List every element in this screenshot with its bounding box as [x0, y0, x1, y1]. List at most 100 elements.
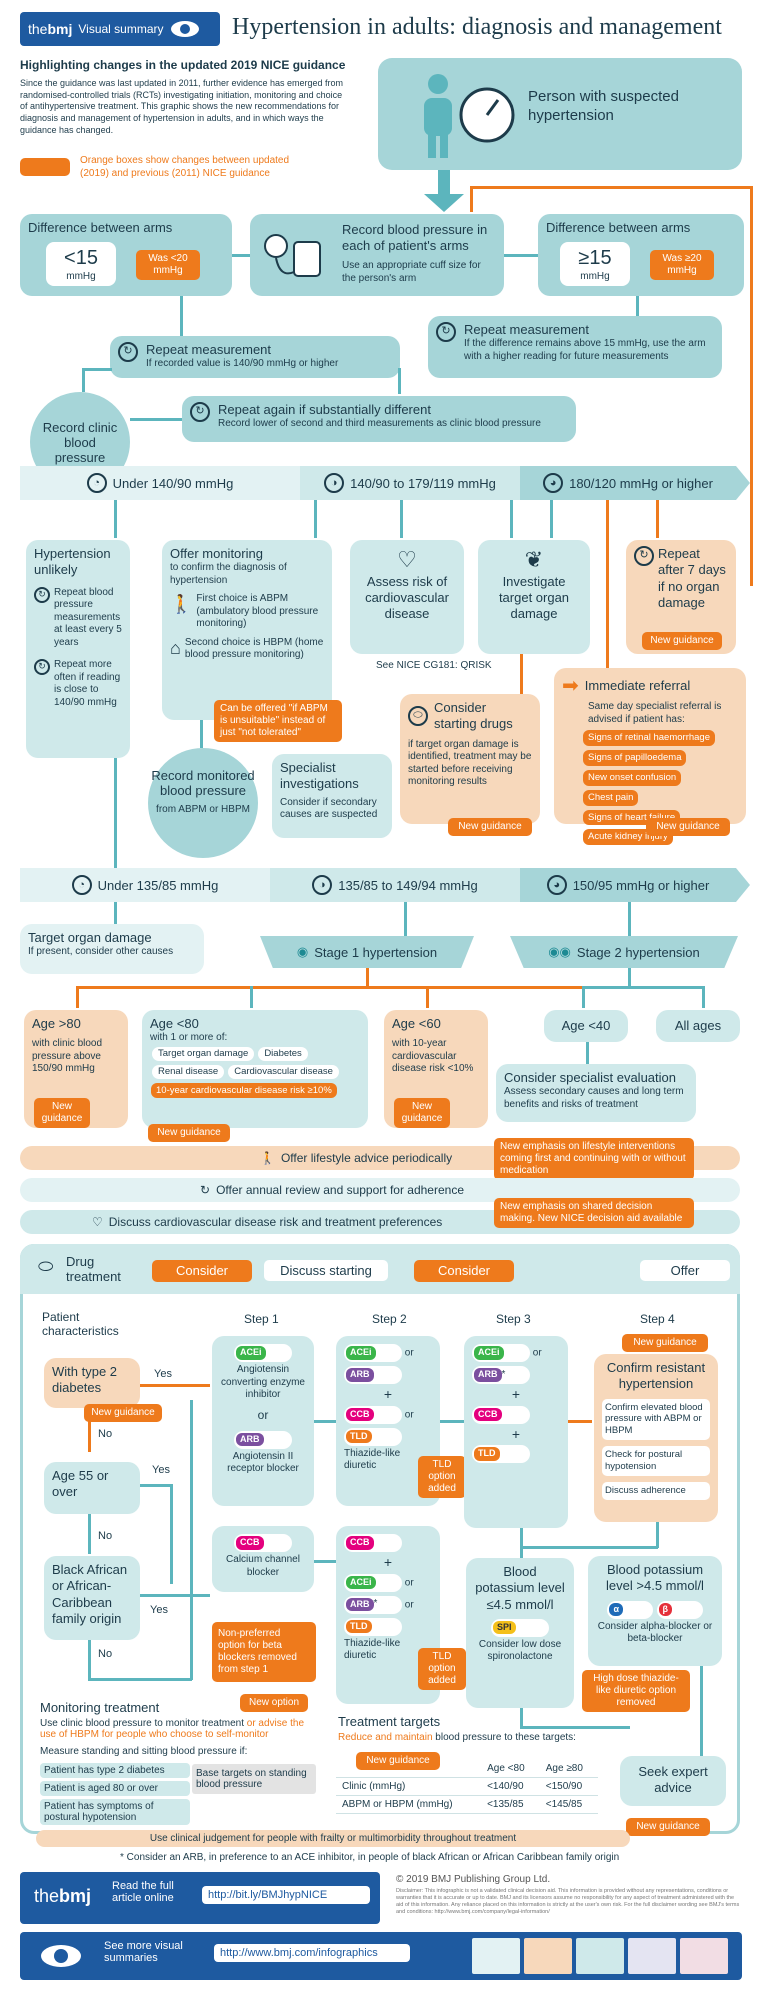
arb-toggle: ARB *: [472, 1366, 530, 1384]
patient-characteristics: Patient characteristics: [42, 1310, 119, 1338]
t2d-yes-line: [140, 1384, 210, 1387]
treatment-offer: Offer: [640, 1260, 730, 1281]
drugs-box: ⬭Consider starting drugs if target organ…: [400, 694, 540, 824]
l-cvd: [400, 500, 403, 538]
monitor-item: Patient has symptoms of postural hypoten…: [40, 1799, 190, 1825]
spec-eval-title: Consider specialist evaluation: [504, 1070, 676, 1085]
monitoring-sub: to confirm the diagnosis of hypertension: [170, 562, 287, 586]
referral-box: ➡Immediate referral Same day specialist …: [554, 668, 746, 846]
targets-row-abpm: ABPM or HBPM (mmHg)<135/85<145/85: [336, 1795, 598, 1814]
unlikely-item2: Repeat more often if reading is close to…: [54, 659, 121, 708]
step1-arb-label: Angiotensin II receptor blocker: [227, 1450, 299, 1475]
repeat1-title: Repeat measurement: [146, 342, 272, 357]
cvd-title: Assess risk of cardiovascular disease: [365, 573, 449, 622]
intro-text: Since the guidance was last updated in 2…: [20, 78, 344, 135]
age80m-item: Renal disease: [152, 1064, 225, 1079]
step2-label: Step 2: [372, 1312, 407, 1326]
targets-text: Reduce and maintain blood pressure to th…: [338, 1732, 576, 1743]
step1-or: or: [257, 1407, 269, 1422]
person-icon: [424, 74, 452, 158]
pot-low-box: Blood potassium level ≤4.5 mmol/l SPI Co…: [466, 1558, 574, 1708]
link-right-down: [636, 296, 639, 316]
s2-v1: [582, 986, 585, 1008]
t2d-box: With type 2 diabetes: [44, 1358, 140, 1408]
link-r3-left: [130, 418, 182, 421]
resistant-item3: Discuss adherence: [602, 1481, 710, 1500]
expert-box: Seek expert advice: [620, 1756, 726, 1806]
referral-ng: New guidance: [646, 818, 730, 836]
step3-label: Step 3: [496, 1312, 531, 1326]
link-r1-left-down: [82, 368, 85, 392]
monitor-sub: Measure standing and sitting blood press…: [40, 1746, 248, 1757]
infographic-thumbnails[interactable]: [472, 1938, 728, 1974]
arm-diff-left-title: Difference between arms: [28, 220, 173, 235]
pot-high-expert: [700, 1666, 703, 1756]
targets-row-clinic: Clinic (mmHg)<140/90<150/90: [336, 1777, 598, 1796]
disclaimer: Disclaimer: This infographic is not a va…: [396, 1888, 740, 1916]
referral-sign: Signs of retinal haemorrhage: [583, 730, 715, 746]
black-no-h: [88, 1678, 192, 1681]
organ-title: Investigate target organ damage: [498, 573, 570, 622]
targets-h2: Age ≥80: [539, 1760, 598, 1778]
step3-box: ACEi or ARB * + CCB + TLD: [464, 1336, 568, 1528]
footer-read-label: Read the full article online: [112, 1880, 174, 1904]
person-box: Person with suspected hypertension: [378, 58, 742, 170]
band2-under: ◔Under 135/85 mmHg: [20, 868, 270, 902]
l-unl: [114, 500, 117, 538]
band2-arrow: [736, 868, 750, 902]
l-org2: [550, 500, 553, 538]
treatment-consider2: Consider: [414, 1260, 514, 1282]
age80m-sub: with 1 or more of:: [150, 1032, 228, 1044]
repeat1-sub: If recorded value is 140/90 mmHg or high…: [146, 358, 339, 370]
footer-read-box: thebmj Read the full article online http…: [20, 1872, 380, 1924]
age80p-sub: with clinic blood pressure above 150/90 …: [32, 1038, 103, 1075]
arb-toggle: ARB *: [344, 1595, 402, 1614]
repeat-icon: ↻: [200, 1183, 211, 1197]
gauge-high-icon: ◕: [546, 875, 567, 895]
spec-eval-box: Consider specialist evaluation Assess se…: [496, 1064, 696, 1122]
page-title: Hypertension in adults: diagnosis and ma…: [232, 14, 722, 40]
unlikely-item1: Repeat blood pressure measurements at le…: [54, 586, 122, 648]
res-down: [656, 1522, 659, 1548]
heart-icon: ♡: [397, 547, 417, 572]
gauge-mid-icon: ◑: [312, 875, 333, 895]
arb-toggle: ARB: [344, 1366, 402, 1384]
s1-v3: [426, 986, 429, 1008]
gauge-icon: [459, 87, 515, 143]
acei-toggle: ACEi: [344, 1344, 402, 1362]
footer-link-article[interactable]: http://bit.ly/BMJhypNICE: [202, 1886, 370, 1904]
referral-sign: Signs of papilloedema: [583, 749, 687, 766]
spec-eval-sub: Assess secondary causes and long term be…: [504, 1086, 684, 1110]
bmj-logo: thebmj: [28, 21, 73, 37]
record-monitored-sub: from ABPM or HBPM: [156, 804, 250, 815]
l-mon-down: [200, 720, 203, 748]
step1-ccb-box: CCB Calcium channel blocker: [212, 1526, 314, 1592]
s1-h: [76, 986, 604, 989]
resistant-box: Confirm resistant hypertension Confirm e…: [594, 1354, 718, 1522]
l-org: [510, 500, 513, 538]
treatment-consider1: Consider: [152, 1260, 252, 1282]
loop-right-down: [470, 186, 473, 212]
link-arms-right: [504, 254, 538, 257]
s2-v2: [702, 986, 705, 1008]
footer-link-infographics[interactable]: http://www.bmj.com/infographics: [214, 1944, 410, 1962]
allages-box: All ages: [656, 1010, 740, 1042]
record-monitored-title: Record monitored blood pressure: [151, 768, 255, 798]
drugs-text: if target organ damage is identified, tr…: [408, 738, 532, 788]
repeat-icon: ↻: [118, 342, 138, 362]
monitor-base: Base targets on standing blood pressure: [192, 1764, 316, 1794]
arm-diff-right-title: Difference between arms: [546, 220, 691, 235]
monitor-item: Patient has type 2 diabetes: [40, 1763, 190, 1778]
yes-label-1: Yes: [154, 1368, 172, 1380]
repeat-icon: ↻: [34, 659, 50, 675]
age55-no-line: [88, 1514, 91, 1554]
referral-sign: Chest pain: [583, 789, 639, 806]
yes-label-3: Yes: [150, 1604, 168, 1616]
link-arms-left: [232, 254, 250, 257]
res-h: [520, 1546, 658, 1549]
referral-sign: New onset confusion: [583, 769, 682, 786]
